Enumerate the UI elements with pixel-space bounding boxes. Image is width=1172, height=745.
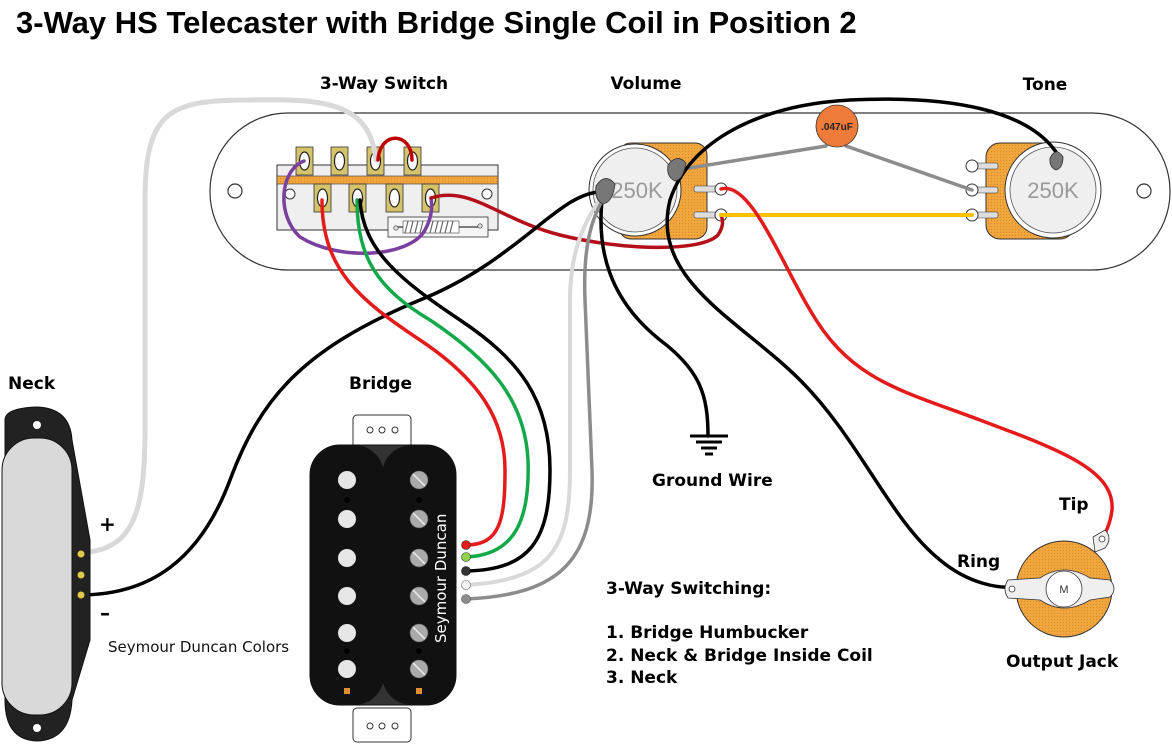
- wire-bridge-black: [358, 198, 552, 573]
- switching-position: 1. Bridge Humbucker: [606, 623, 809, 643]
- ground-symbol: [690, 434, 728, 456]
- bridge-humbucker: Seymour Duncan: [309, 414, 471, 743]
- switching-heading: 3-Way Switching:: [606, 579, 771, 599]
- capacitor-value: .047uF: [821, 122, 853, 133]
- wire-switch-jumper: [376, 136, 414, 162]
- wires: [77, 97, 1114, 601]
- neck-lug-ground: [77, 591, 85, 599]
- bridge-label: Bridge: [349, 374, 412, 394]
- wire-purple-jumper: [282, 159, 434, 255]
- switch-label: 3-Way Switch: [320, 74, 448, 94]
- wire-bridge-green: [355, 198, 530, 559]
- neck-lug-hot: [77, 550, 85, 558]
- wire-bridge-white: [464, 193, 605, 587]
- neck-label: Neck: [8, 374, 56, 394]
- tip-label: Tip: [1059, 495, 1089, 515]
- output-jack: M: [1004, 529, 1115, 638]
- ground-wire-label: Ground Wire: [652, 471, 773, 491]
- tone-label: Tone: [1023, 75, 1068, 95]
- wire-cap-to-volume: [675, 144, 828, 172]
- neck-pickup: [1, 406, 91, 742]
- volume-label: Volume: [610, 74, 681, 94]
- wire-neck-black: [78, 190, 605, 597]
- capacitor: .047uF: [815, 104, 859, 148]
- switching-notes: 3-Way Switching: 1. Bridge Humbucker 2. …: [606, 579, 873, 688]
- volume-pot-value: 250K: [611, 178, 663, 203]
- switching-position: 3. Neck: [606, 668, 678, 688]
- wire-ground: [599, 190, 710, 438]
- switch-lugs-top: [295, 146, 422, 176]
- wire-ground-loop: [665, 97, 1060, 589]
- tone-pot-value: 250K: [1027, 178, 1079, 203]
- plus-sign: +: [99, 512, 116, 536]
- plate-screw-hole: [227, 183, 243, 199]
- brand-text: Seymour Duncan: [432, 514, 450, 643]
- three-way-switch: [276, 146, 499, 238]
- tone-pot: 250K: [965, 141, 1102, 240]
- page-title: 3-Way HS Telecaster with Bridge Single C…: [16, 5, 857, 40]
- minus-sign: –: [100, 601, 110, 625]
- wire-bridge-gray: [464, 194, 607, 601]
- plate-screw-hole: [1136, 183, 1152, 199]
- colors-note: Seymour Duncan Colors: [108, 638, 289, 656]
- wire-neck-white: [77, 97, 379, 556]
- wire-output-hot: [719, 186, 1114, 542]
- tone-pot-lugs: [965, 159, 999, 222]
- output-jack-label: Output Jack: [1006, 652, 1119, 672]
- jack-center-label: M: [1059, 584, 1068, 596]
- neck-lug: [77, 571, 85, 579]
- switching-position: 2. Neck & Bridge Inside Coil: [606, 646, 873, 666]
- wire-cap-to-tone: [844, 144, 974, 192]
- ring-label: Ring: [957, 552, 1000, 572]
- wire-bridge-red: [320, 198, 507, 547]
- solder-points: [595, 151, 1064, 205]
- switch-spring: [387, 216, 489, 238]
- wire-switch-to-volume: [429, 193, 725, 250]
